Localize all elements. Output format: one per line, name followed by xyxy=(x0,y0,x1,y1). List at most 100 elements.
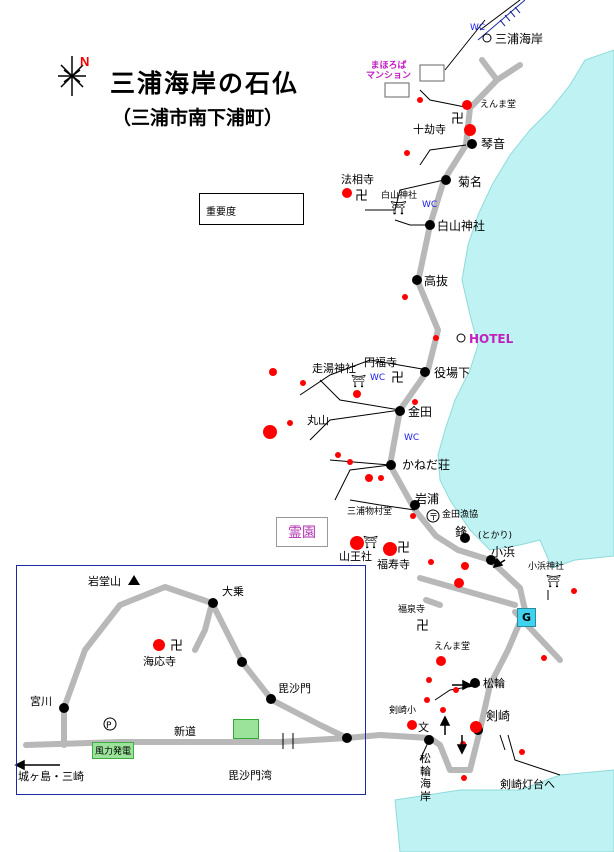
place-maruyama: 丸山 xyxy=(307,414,329,427)
stop-label-kikuna: 菊名 xyxy=(458,175,483,189)
marker-large xyxy=(436,656,446,666)
marker-large xyxy=(462,100,472,110)
manji-icon: 卍 xyxy=(170,639,184,654)
marker-small xyxy=(571,588,577,594)
marker-small xyxy=(404,150,410,156)
marker-small xyxy=(417,97,423,103)
place-tsurugisaki-school: 剣崎小 xyxy=(389,706,417,716)
wc-label: WC xyxy=(370,373,386,383)
marker-small xyxy=(426,677,432,683)
marker-small xyxy=(300,380,306,386)
mansion-building xyxy=(419,64,445,82)
place-miura-busshitsu: 三浦物村堂 xyxy=(347,507,393,517)
marker-large xyxy=(342,188,352,198)
stop-kohama xyxy=(486,555,496,565)
hotel-icon xyxy=(456,333,466,343)
place-hashiriyu: 走湯神社 xyxy=(312,362,356,375)
sea-area-bottom xyxy=(394,769,614,852)
manji-icon: 卍 xyxy=(451,112,465,127)
torii-icon: ⛩ xyxy=(390,201,407,216)
post-office-glyph: 〒 xyxy=(429,513,438,523)
marker-small xyxy=(424,697,430,703)
stop-yakubashita xyxy=(420,367,430,377)
sea-area xyxy=(437,49,614,569)
marker-small xyxy=(428,559,434,565)
place-sanno: 山王社 xyxy=(339,550,372,563)
stop-label-hakusan-jinja: 白山神社 xyxy=(437,219,486,233)
station-icon xyxy=(482,33,492,43)
north-arrow-icon xyxy=(58,56,86,96)
page-subtitle: （三浦市南下浦町） xyxy=(112,107,284,129)
inset-bishamon: 毘沙門 xyxy=(278,682,311,695)
stop-label-kinnon: 琴音 xyxy=(481,137,506,151)
manji-icon: 卍 xyxy=(397,541,411,556)
stop-label-tomari-reading: (とかり) xyxy=(478,531,513,541)
place-enpukuji: 円福寺 xyxy=(364,356,397,369)
place-kaneda-fishery: 金田漁協 xyxy=(442,510,479,520)
stop-kanedaso xyxy=(386,460,396,470)
stop-matsuwa xyxy=(470,678,480,688)
place-mansion: まほろばマンション xyxy=(366,61,412,82)
inset-power: 風力発電 xyxy=(92,742,135,759)
stop-hakusan xyxy=(425,220,435,230)
place-kohama-jinja: 小浜神社 xyxy=(528,562,565,572)
stop-label-kanedaso: かねだ荘 xyxy=(402,458,451,472)
stop-kikuna xyxy=(441,175,451,185)
marker-small xyxy=(269,368,277,376)
place-fukusenji: 福泉寺 xyxy=(398,605,426,615)
stop-tomari xyxy=(460,533,470,543)
marker-small xyxy=(410,513,416,519)
gas-station-icon: G xyxy=(517,608,536,627)
inset-bishamon-bay: 毘沙門湾 xyxy=(228,769,272,782)
wind-power-site xyxy=(233,719,259,739)
marker-large xyxy=(383,542,397,556)
marker-large xyxy=(153,639,165,651)
marker-small xyxy=(412,399,418,405)
parking-icon xyxy=(103,717,117,731)
wc-label: WC xyxy=(470,23,486,33)
page-title: 三浦海岸の石仏 xyxy=(110,69,300,98)
place-hotel: HOTEL xyxy=(469,332,514,346)
marker-small xyxy=(347,459,353,465)
side-roads xyxy=(299,0,561,776)
stop-inset-daijo xyxy=(208,598,218,608)
marker-large xyxy=(464,124,476,136)
marker-small xyxy=(335,452,341,458)
stop-inset-junction xyxy=(342,733,352,743)
inset-daijo: 大乗 xyxy=(222,585,244,598)
stop-kinnon xyxy=(467,139,477,149)
marker-large xyxy=(263,425,277,439)
inset-miyagawa: 宮川 xyxy=(30,695,52,708)
place-enmado-bottom: えんま堂 xyxy=(434,642,471,652)
mansion-building-2 xyxy=(384,82,410,98)
marker-small xyxy=(519,749,525,755)
wc-label: WC xyxy=(404,433,420,443)
place-enmado-top: えんま堂 xyxy=(480,100,517,110)
place-jikkokuji: 十劫寺 xyxy=(413,123,446,136)
parking-glyph: P xyxy=(106,721,112,731)
stop-label-tomari: 鋒 xyxy=(455,525,468,539)
stop-label-kaneda: 金田 xyxy=(408,405,433,419)
stop-iwaura xyxy=(410,500,420,510)
marker-small xyxy=(287,420,293,426)
marker-medium xyxy=(365,474,373,482)
marker-small xyxy=(541,655,547,661)
marker-small xyxy=(440,707,446,713)
marker-medium xyxy=(407,720,417,730)
torii-icon: ⛩ xyxy=(546,574,562,588)
stop-label-matsuwa: 松輪 xyxy=(483,677,505,690)
marker-medium xyxy=(353,390,361,398)
stop-label-kohama: 小浜 xyxy=(491,545,516,559)
importance-legend: 重要度 xyxy=(199,193,304,225)
railway xyxy=(477,0,526,41)
post-office-icon xyxy=(426,509,440,523)
place-hossoji: 法相寺 xyxy=(341,173,374,186)
stop-inset-miyagawa xyxy=(59,703,69,713)
manji-icon: 卍 xyxy=(355,189,369,204)
stop-inset-1 xyxy=(237,657,247,667)
inset-map xyxy=(16,565,366,795)
place-hakusan-shrine: 白山神社 xyxy=(381,191,418,201)
stop-label-miura-kaigan: 三浦海岸 xyxy=(495,32,544,46)
place-matsuwa-kaigan: 松輪海岸 xyxy=(420,752,431,803)
